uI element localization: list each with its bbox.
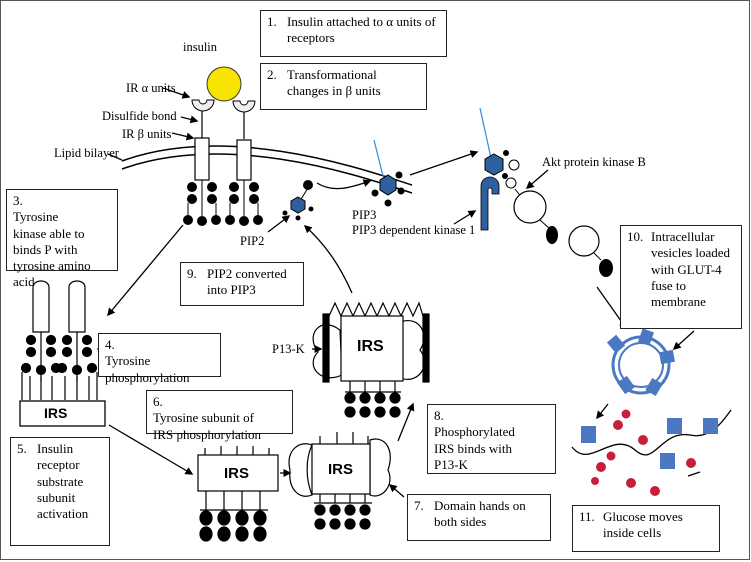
ir-alpha-label: IR α units — [126, 81, 176, 95]
glut4-transporters — [581, 418, 718, 469]
step-6-box: 6.Tyrosine subunit of IRS phosphorylatio… — [146, 390, 293, 442]
ir-beta-unit-left — [194, 137, 210, 181]
ir-beta-label: IR β units — [122, 127, 172, 141]
pdk1-akt-cluster — [479, 107, 558, 244]
p13k-label: P13-K — [272, 342, 305, 356]
pip2-label: PIP2 — [240, 234, 265, 248]
step-4-box: 4.Tyrosine phosphorylation — [98, 333, 221, 385]
irs-label-2: IRS — [224, 465, 250, 482]
insulin-molecule — [206, 66, 242, 102]
step-9-box: 9.PIP2 converted into PIP3 — [180, 262, 304, 306]
irs-label-4: IRS — [357, 338, 384, 355]
irs-block-1 — [19, 400, 106, 427]
phosphorylated-receptor — [20, 280, 98, 400]
pip3-molecule — [371, 139, 405, 207]
step-8-box: 8.Phosphorylated IRS binds with P13-K — [427, 404, 556, 474]
step-5-box: 5.Insulin receptor substrate subunit act… — [10, 437, 110, 546]
pip3-label: PIP3 — [352, 208, 377, 222]
ir-beta-unit-right — [236, 139, 252, 181]
insulin-label: insulin — [183, 40, 218, 54]
irs-label-3: IRS — [328, 461, 354, 478]
step-10-box: 10.Intracellular vesicles loaded with GL… — [620, 225, 742, 329]
irs-p13k-complex — [312, 301, 430, 418]
disulfide-label: Disulfide bond — [102, 109, 177, 123]
glut4-vesicle — [606, 328, 675, 397]
step-3-box: 3.Tyrosine kinase able to binds P with t… — [6, 189, 118, 289]
step-2-box: 2.Transformational changes in β units — [260, 63, 427, 110]
receptor-phosphates — [183, 180, 263, 226]
step-11-box: 11.Glucose moves inside cells — [572, 505, 720, 552]
pip2-molecule — [282, 180, 314, 221]
akt-free — [568, 225, 613, 277]
ir-alpha-unit-left — [191, 99, 215, 112]
akt-label: Akt protein kinase B — [542, 155, 646, 169]
pip3-kinase-label: PIP3 dependent kinase 1 — [352, 223, 476, 237]
step-1-box: 1.Insulin attached to α units of recepto… — [260, 10, 447, 57]
lipid-label: Lipid bilayer — [54, 146, 119, 160]
step-7-box: 7.Domain hands on both sides — [407, 494, 551, 541]
irs-block-2 — [197, 446, 279, 542]
ir-alpha-unit-right — [232, 100, 256, 113]
irs-label-1: IRS — [44, 405, 68, 421]
lipid-bilayer-inner — [121, 153, 413, 194]
irs-block-3 — [288, 432, 391, 530]
glucose-molecules — [591, 409, 696, 496]
